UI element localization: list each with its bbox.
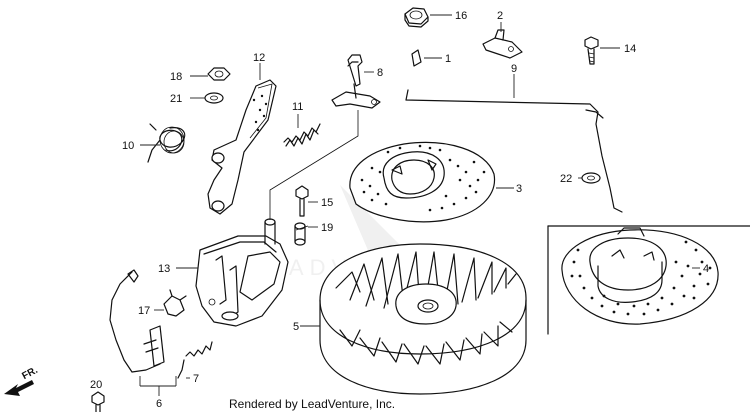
callout-11: 11 (292, 101, 303, 113)
callout-1: 1 (445, 53, 451, 65)
part-torsion-spring-10 (147, 123, 186, 163)
callout-14: 14 (624, 43, 636, 55)
part-ignition-plate-3 (349, 141, 496, 223)
callout-15: 15 (321, 197, 333, 209)
callout-19: 19 (321, 222, 333, 234)
callout-10: 10 (122, 140, 134, 152)
part-governor-arm-8 (331, 54, 381, 109)
callout-8: 8 (377, 67, 383, 79)
callout-18: 18 (170, 71, 182, 83)
part-bolt-15 (295, 185, 309, 217)
front-direction-arrow-icon (4, 380, 34, 396)
part-nut-16 (404, 7, 429, 28)
part-control-base-13 (195, 218, 289, 327)
callout-20: 20 (90, 379, 102, 391)
render-credit: Rendered by LeadVenture, Inc. (229, 397, 396, 411)
part-stop-wire-6 (109, 269, 165, 373)
part-bracket-2 (482, 29, 523, 59)
part-bolt-14 (584, 36, 599, 65)
callout-7: 7 (193, 373, 199, 385)
part-washer-18 (207, 67, 231, 81)
callout-5: 5 (293, 321, 299, 333)
part-governor-spring-11 (283, 123, 321, 147)
leader-lines (139, 14, 700, 396)
part-control-lever-12 (207, 79, 277, 215)
callout-3: 3 (516, 183, 522, 195)
callout-2: 2 (497, 10, 503, 22)
callout-16: 16 (455, 10, 467, 22)
callout-labels: 1 2 3 4 5 6 7 8 9 10 11 12 13 14 15 16 1… (90, 10, 709, 410)
part-washer-22 (581, 172, 601, 184)
assembly-guide-lines (269, 110, 359, 231)
part-spring-7 (177, 341, 213, 379)
part-clip-17 (163, 289, 187, 317)
callout-12: 12 (253, 52, 265, 64)
callout-4: 4 (703, 263, 709, 275)
callout-17: 17 (138, 305, 150, 317)
callout-21: 21 (170, 93, 182, 105)
part-washer-21 (204, 92, 224, 104)
callout-22: 22 (560, 173, 572, 185)
part-flywheel-5 (319, 243, 527, 395)
callout-6: 6 (156, 398, 162, 410)
callout-13: 13 (158, 263, 170, 275)
callout-9: 9 (511, 63, 517, 75)
part-pin-1 (411, 49, 422, 67)
part-starter-pulley-4 (547, 225, 750, 335)
part-governor-rod-9 (405, 89, 623, 213)
part-screw-20 (91, 391, 105, 412)
part-collar-19 (294, 222, 306, 246)
